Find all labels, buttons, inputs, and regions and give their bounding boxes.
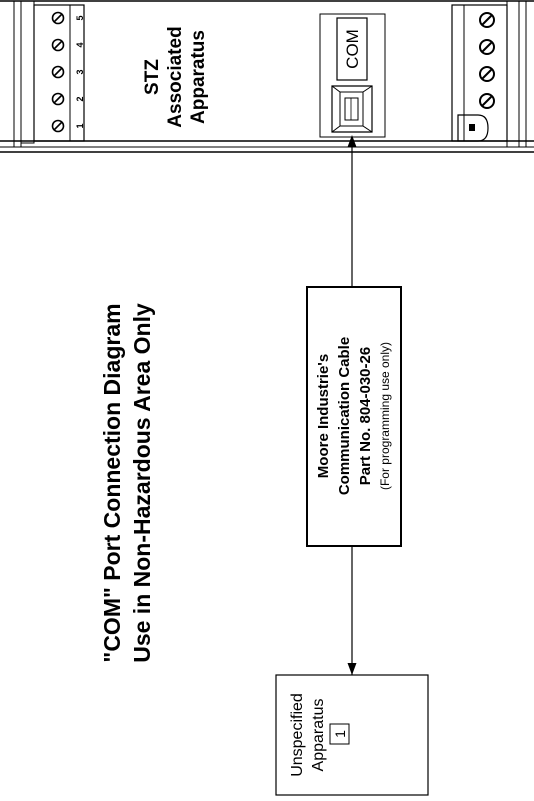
terminal-screw-icon [51,11,65,25]
terminal-label: 5 [75,15,85,20]
cable-part-number: Part No. 804-030-26 [357,347,374,485]
device-name-line2: Associated [165,26,186,127]
title-line1: "COM" Port Connection Diagram [99,303,125,662]
arrowhead-up-icon [347,135,357,147]
cable-usage-note: (For programming use only) [378,342,392,490]
com-socket-icon [331,85,373,133]
cable-name-line2: Communication Cable [336,337,353,495]
terminal-screw-icon [51,92,65,106]
device-name: STZ Associated Apparatus [142,26,209,127]
device-name-line3: Apparatus [188,30,209,124]
terminal-block-right [451,0,527,148]
terminal-screw-icon [479,39,495,55]
unspecified-apparatus-box: Unspecified Apparatus 1 [275,674,429,796]
terminal-screw-icon [479,66,495,82]
terminal-screw-icon [51,65,65,79]
arrowhead-down-icon [347,663,357,675]
terminal-label: 1 [75,123,85,128]
com-port: COM [319,13,386,138]
diagram-title: "COM" Port Connection Diagram Use in Non… [99,303,155,663]
terminal-screw-icon [479,93,495,109]
terminal-label: 2 [75,96,85,101]
latch-icon [457,114,489,142]
terminal-label: 3 [75,69,85,74]
cable-box: Moore Industrie's Communication Cable Pa… [306,286,402,547]
title-line2: Use in Non-Hazardous Area Only [129,303,155,663]
note-number-box [329,723,350,745]
connection-line [347,135,357,675]
terminal-screw-icon [51,38,65,52]
unspecified-line2: Apparatus [310,699,327,772]
unspecified-line1: Unspecified [289,693,306,777]
terminal-screw-icon [51,119,65,133]
note-number: 1 [332,730,348,738]
stz-device: 5 4 3 2 1 STZ Associated Apparatus COM [0,0,534,153]
com-port-label: COM [343,29,362,69]
device-name-line1: STZ [142,59,163,95]
cable-name-line1: Moore Industrie's [315,354,332,478]
terminal-screw-icon [479,12,495,28]
terminal-label: 4 [75,42,85,47]
terminal-block-left: 5 4 3 2 1 [13,0,85,148]
